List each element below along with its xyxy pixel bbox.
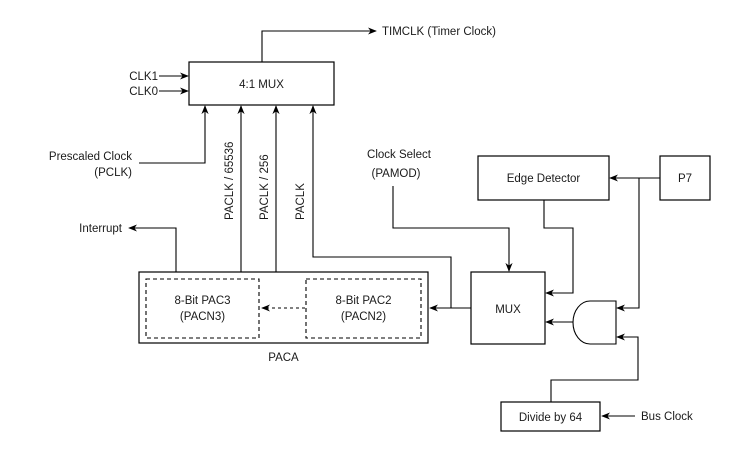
interrupt-wire — [128, 224, 177, 272]
mux4-block: 4:1 MUX — [188, 61, 335, 106]
clock-select-wire — [392, 186, 513, 272]
clk1-label: CLK1 — [129, 71, 158, 83]
paclk-wire — [309, 105, 452, 308]
timclk-label: TIMCLK (Timer Clock) — [382, 26, 496, 38]
clk0-signal: CLK0 — [129, 86, 189, 98]
p7-block: P7 — [659, 155, 711, 201]
clock-select-signal: Clock Select (PAMOD) — [367, 149, 513, 272]
and-gate-shape — [572, 300, 617, 345]
pac3-label-line2: (PACN3) — [180, 311, 225, 323]
divide-block: Divide by 64 — [500, 401, 601, 432]
paclk-256-label: PACLK / 256 — [259, 154, 271, 220]
p7-to-gate-wire — [616, 178, 640, 312]
bus-clock-label: Bus Clock — [641, 411, 693, 423]
paclk-65536-label: PACLK / 65536 — [224, 142, 236, 220]
edge-detector-box — [477, 155, 610, 201]
paclk-label: PACLK — [295, 183, 307, 220]
paclk-256-signal: PACLK / 256 — [259, 105, 280, 272]
pac2-label-line2: (PACN2) — [341, 311, 386, 323]
pac3-label-line1: 8-Bit PAC3 — [174, 295, 230, 307]
timclk-wire — [261, 27, 377, 62]
divide-label: Divide by 64 — [519, 412, 583, 424]
interrupt-signal: Interrupt — [79, 223, 177, 272]
paca-block: 8-Bit PAC3 (PACN3) 8-Bit PAC2 (PACN2) PA… — [138, 271, 429, 364]
pac2-label-line1: 8-Bit PAC2 — [335, 295, 391, 307]
paca-label: PACA — [268, 352, 299, 364]
paclk-65536-signal: PACLK / 65536 — [224, 105, 245, 272]
pclk-wire — [139, 105, 209, 164]
pclk-signal: Prescaled Clock (PCLK) — [49, 105, 209, 179]
pclk-label-line1: Prescaled Clock — [49, 151, 132, 163]
pac2-box — [305, 278, 422, 339]
paca-box — [138, 271, 429, 344]
mux-box — [470, 271, 546, 345]
paclk-signal: PACLK — [295, 105, 452, 308]
mux4-box — [188, 61, 335, 106]
edge-detector-label: Edge Detector — [507, 173, 581, 185]
edge-detector-block: Edge Detector — [477, 155, 610, 201]
mux-label: MUX — [495, 304, 521, 316]
divide-box — [500, 401, 601, 432]
interrupt-label: Interrupt — [79, 223, 123, 235]
clock-select-label-line2: (PAMOD) — [372, 168, 421, 180]
edge-detector-to-mux-wire — [543, 200, 574, 297]
mux4-label: 4:1 MUX — [239, 79, 284, 91]
pclk-label-line2: (PCLK) — [94, 167, 132, 179]
pac3-box — [145, 278, 260, 339]
mux-block: MUX — [470, 271, 546, 345]
divide-to-gate-wire — [550, 333, 639, 402]
clk1-signal: CLK1 — [129, 71, 189, 83]
clk0-label: CLK0 — [129, 86, 158, 98]
timclk-signal: TIMCLK (Timer Clock) — [261, 26, 496, 62]
and-gate — [572, 300, 617, 345]
bus-clock-signal: Bus Clock — [601, 411, 693, 423]
p7-label: P7 — [678, 173, 692, 185]
clock-select-label-line1: Clock Select — [367, 149, 432, 161]
